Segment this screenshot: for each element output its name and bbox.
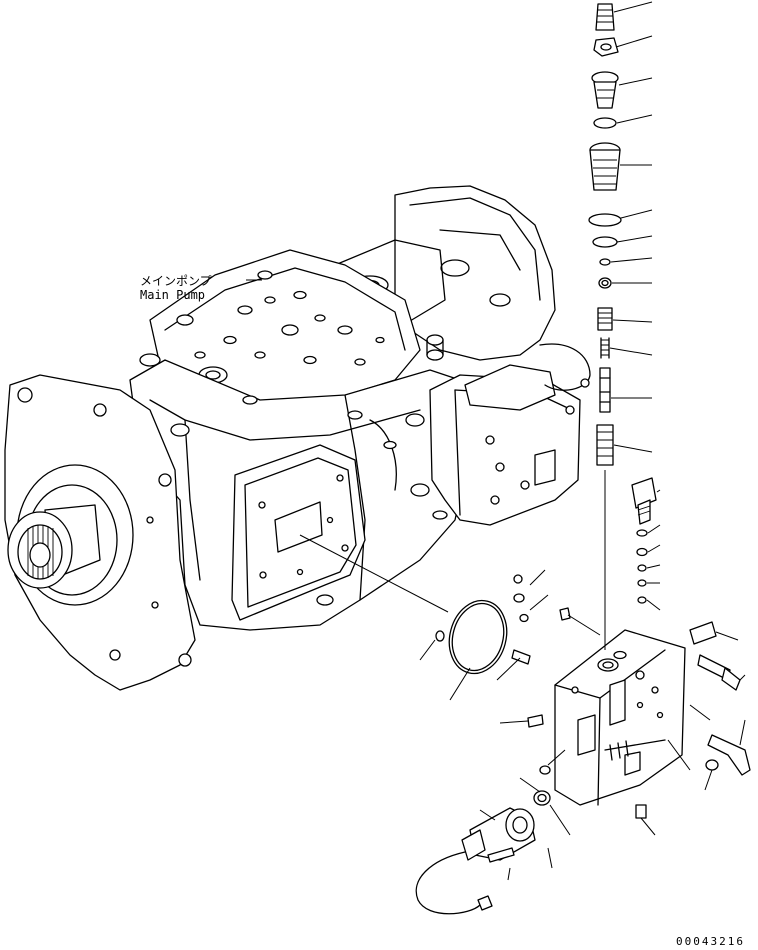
stack-seat [598,277,612,289]
stack-plug [591,71,619,109]
block-fittings [496,607,656,836]
stack-leaders [609,1,661,611]
stack-washer-4 [637,579,647,587]
valve-block [554,629,691,806]
stack-washer-5 [637,596,647,604]
stack-o-ring-1 [593,117,617,129]
solenoid-valve [415,807,553,915]
stack-washer-1 [636,529,648,537]
exploded-valve-stack [588,1,661,650]
stack-spring-1 [597,307,613,331]
main-pump-assembly [4,185,591,691]
stack-sleeve [589,142,621,191]
stack-spring-3 [596,424,614,466]
small-seal-rings [419,569,549,661]
drawing-code: 00043216 [676,935,745,948]
main-pump-callout: メインポンプ Main Pump [140,274,262,302]
stack-spool [599,367,611,413]
stack-washer-2 [636,547,648,557]
stack-o-ring-3 [592,236,618,248]
stack-o-ring-2 [588,213,622,227]
large-o-ring-gasket [299,534,508,701]
stack-plug-bolt [631,477,657,525]
splined-shaft [7,504,101,589]
stack-washer-3 [637,564,647,572]
stack-nut [593,37,619,57]
stack-ball [599,258,611,266]
main-pump-label-jp: メインポンプ [140,274,212,288]
stack-spring-top [595,3,615,31]
regulator-block [429,343,591,526]
body-plugs [139,270,444,450]
stack-spring-2 [600,337,610,359]
right-fittings [689,621,751,791]
main-pump-label-en: Main Pump [140,288,205,302]
front-cover-plate [231,444,366,621]
